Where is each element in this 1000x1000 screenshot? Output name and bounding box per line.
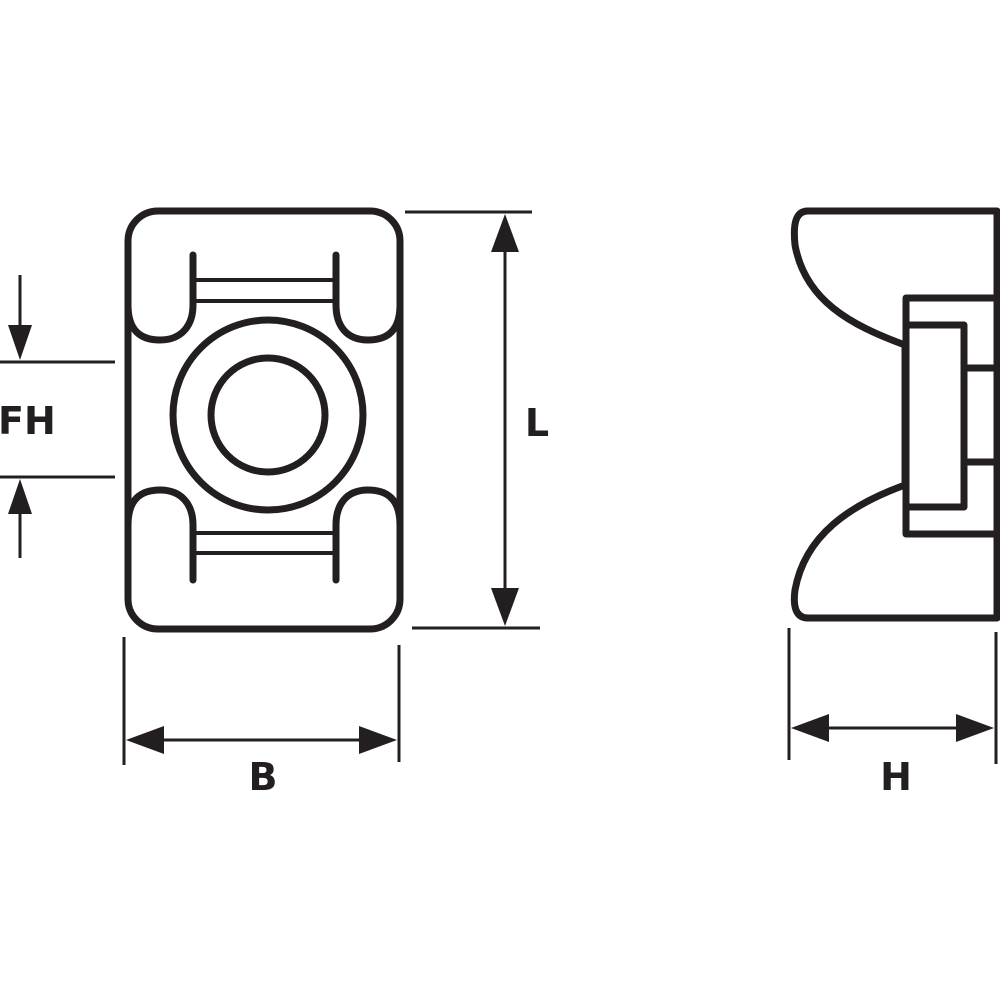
b-label: B <box>249 755 278 799</box>
l-label: L <box>525 401 549 445</box>
side-boss-inner <box>902 321 968 511</box>
side-boss-outer <box>902 294 1000 538</box>
front-view <box>124 207 404 633</box>
l-arrow-bottom <box>491 588 519 626</box>
fh-arrow-down <box>8 325 32 360</box>
screw-hole <box>207 354 329 476</box>
fh-dimension: FH <box>0 275 115 558</box>
screw-boss-outer <box>169 316 367 514</box>
h-arrow-right <box>956 714 994 742</box>
side-boss-step <box>960 364 1000 466</box>
b-arrow-right <box>359 726 397 754</box>
fh-arrow-up <box>8 479 32 514</box>
top-left-lobe <box>124 251 197 344</box>
h-dimension: H <box>787 628 998 799</box>
bottom-left-lobe <box>124 486 197 584</box>
mount-body-outline <box>124 207 404 633</box>
h-label: H <box>880 755 912 799</box>
l-dimension: L <box>405 210 549 630</box>
top-right-lobe <box>332 251 404 344</box>
fh-label: FH <box>0 399 56 443</box>
b-arrow-left <box>126 726 164 754</box>
bottom-right-lobe <box>332 486 404 584</box>
l-arrow-top <box>491 214 519 252</box>
b-dimension: B <box>122 637 401 799</box>
h-arrow-left <box>791 714 829 742</box>
side-view <box>790 207 1000 622</box>
